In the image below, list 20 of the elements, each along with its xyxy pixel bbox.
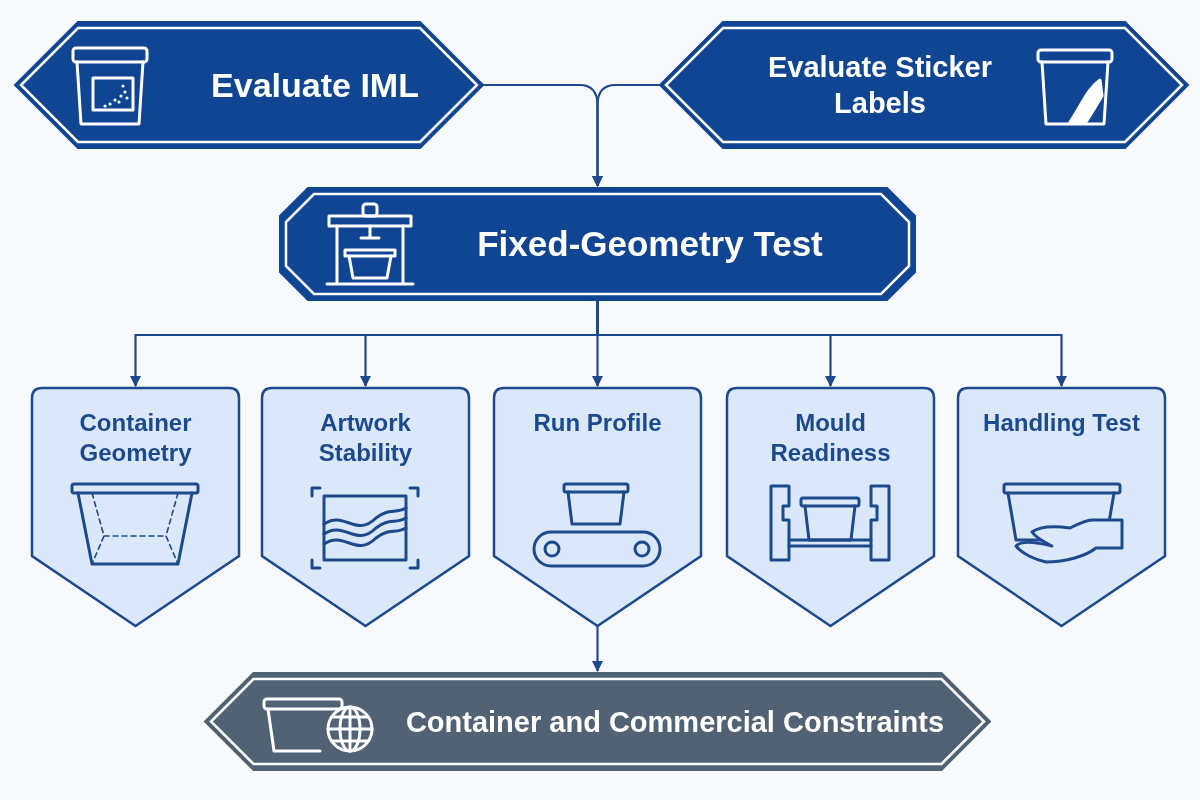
banner-node — [660, 22, 1188, 148]
step-shield — [262, 388, 469, 626]
step-shield — [727, 388, 934, 626]
node-label: Artwork Stability — [317, 408, 414, 468]
node-label: Fixed-Geometry Test — [476, 223, 824, 266]
banner-node — [205, 673, 990, 770]
step-shield — [32, 388, 239, 626]
arrow — [592, 626, 603, 673]
node-label: Handling Test — [982, 408, 1141, 438]
process-banner — [280, 188, 915, 300]
node-label: Run Profile — [532, 408, 663, 438]
node-label: Evaluate Sticker Labels — [766, 49, 994, 121]
step-shield — [494, 388, 701, 626]
node-label: Evaluate IML — [210, 64, 420, 106]
node-label: Container and Commercial Constraints — [404, 704, 946, 740]
node-label: Container Geometry — [78, 408, 193, 468]
step-shield — [958, 388, 1165, 626]
arrow — [592, 83, 660, 188]
banner-node — [15, 22, 483, 148]
node-label: Mould Readiness — [769, 408, 892, 468]
